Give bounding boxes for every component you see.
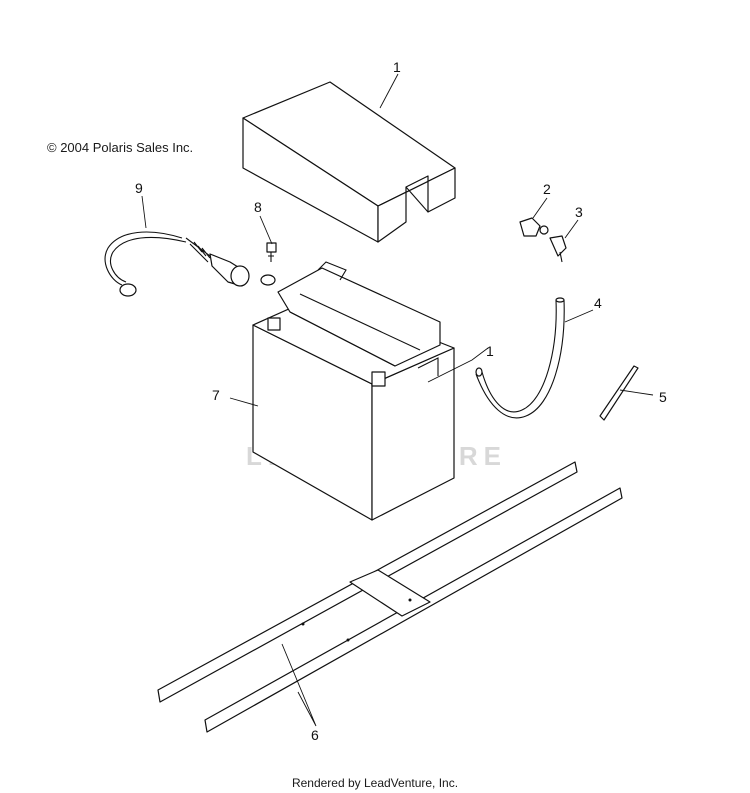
callout-2: 2 [543,181,551,197]
callout-4: 4 [594,295,602,311]
footer-credit: Rendered by LeadVenture, Inc. [291,776,459,790]
callout-5: 5 [659,389,667,405]
callout-1: 1 [393,59,401,75]
leader-lines [141,73,654,727]
callout-8: 8 [254,199,262,215]
callout-1b: 1 [486,343,494,359]
callout-6: 6 [311,727,319,743]
callout-7: 7 [212,387,220,403]
battery-cover [242,81,456,243]
battery [252,261,455,521]
callout-9: 9 [135,180,143,196]
hold-down-straps [157,461,623,733]
vent-hose [475,297,565,419]
battery-cable [104,231,276,297]
callout-3: 3 [575,204,583,220]
vent-fittings [519,217,567,263]
bolt [266,242,277,262]
cable-tie [599,365,639,421]
copyright-notice: © 2004 Polaris Sales Inc. [47,140,194,155]
